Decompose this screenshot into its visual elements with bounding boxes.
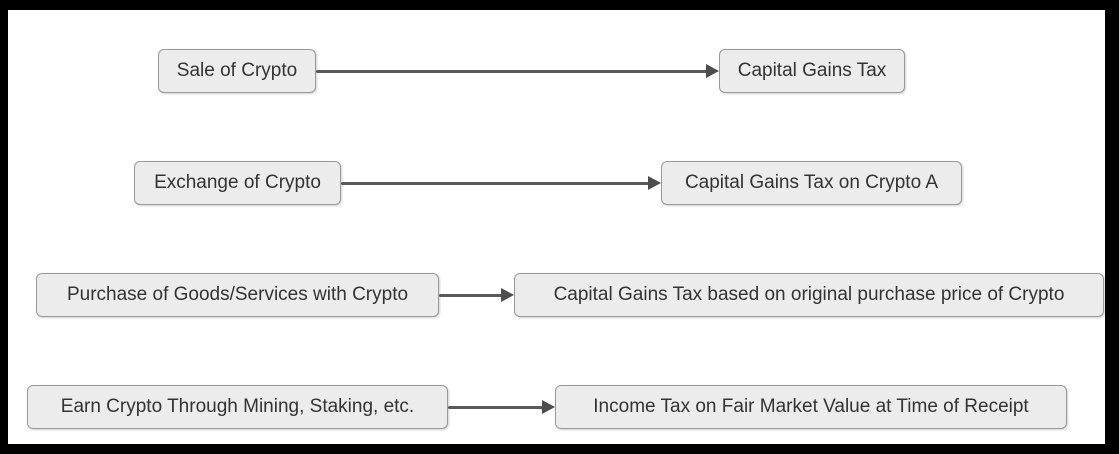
- edge-line: [341, 182, 650, 185]
- arrowhead-icon: [501, 288, 514, 302]
- node-earn-crypto-mining-staking: Earn Crypto Through Mining, Staking, etc…: [27, 385, 448, 429]
- node-sale-of-crypto: Sale of Crypto: [158, 49, 316, 93]
- edge-row4: [448, 400, 555, 414]
- node-label: Earn Crypto Through Mining, Staking, etc…: [60, 396, 415, 417]
- node-label: Capital Gains Tax on Crypto A: [684, 172, 939, 193]
- node-label: Capital Gains Tax based on original purc…: [553, 284, 1065, 305]
- node-label: Capital Gains Tax: [737, 60, 887, 81]
- edge-line: [448, 406, 544, 409]
- edge-row2: [341, 176, 661, 190]
- arrowhead-icon: [542, 400, 555, 414]
- node-exchange-of-crypto: Exchange of Crypto: [134, 161, 341, 205]
- arrowhead-icon: [706, 64, 719, 78]
- node-label: Purchase of Goods/Services with Crypto: [66, 284, 409, 305]
- node-label: Income Tax on Fair Market Value at Time …: [593, 396, 1029, 417]
- node-purchase-goods-services-with-crypto: Purchase of Goods/Services with Crypto: [36, 273, 439, 317]
- flowchart-canvas: Sale of Crypto Capital Gains Tax Exchang…: [8, 10, 1105, 444]
- node-capital-gains-tax-on-crypto-a: Capital Gains Tax on Crypto A: [661, 161, 962, 205]
- node-capital-gains-tax-purchase-price: Capital Gains Tax based on original purc…: [514, 273, 1104, 317]
- edge-line: [439, 294, 503, 297]
- edge-row3: [439, 288, 514, 302]
- arrowhead-icon: [648, 176, 661, 190]
- node-label: Sale of Crypto: [176, 60, 298, 81]
- node-label: Exchange of Crypto: [154, 172, 321, 193]
- node-income-tax-fair-market-value: Income Tax on Fair Market Value at Time …: [555, 385, 1067, 429]
- node-capital-gains-tax: Capital Gains Tax: [719, 49, 905, 93]
- edge-row1: [316, 64, 719, 78]
- edge-line: [316, 70, 708, 73]
